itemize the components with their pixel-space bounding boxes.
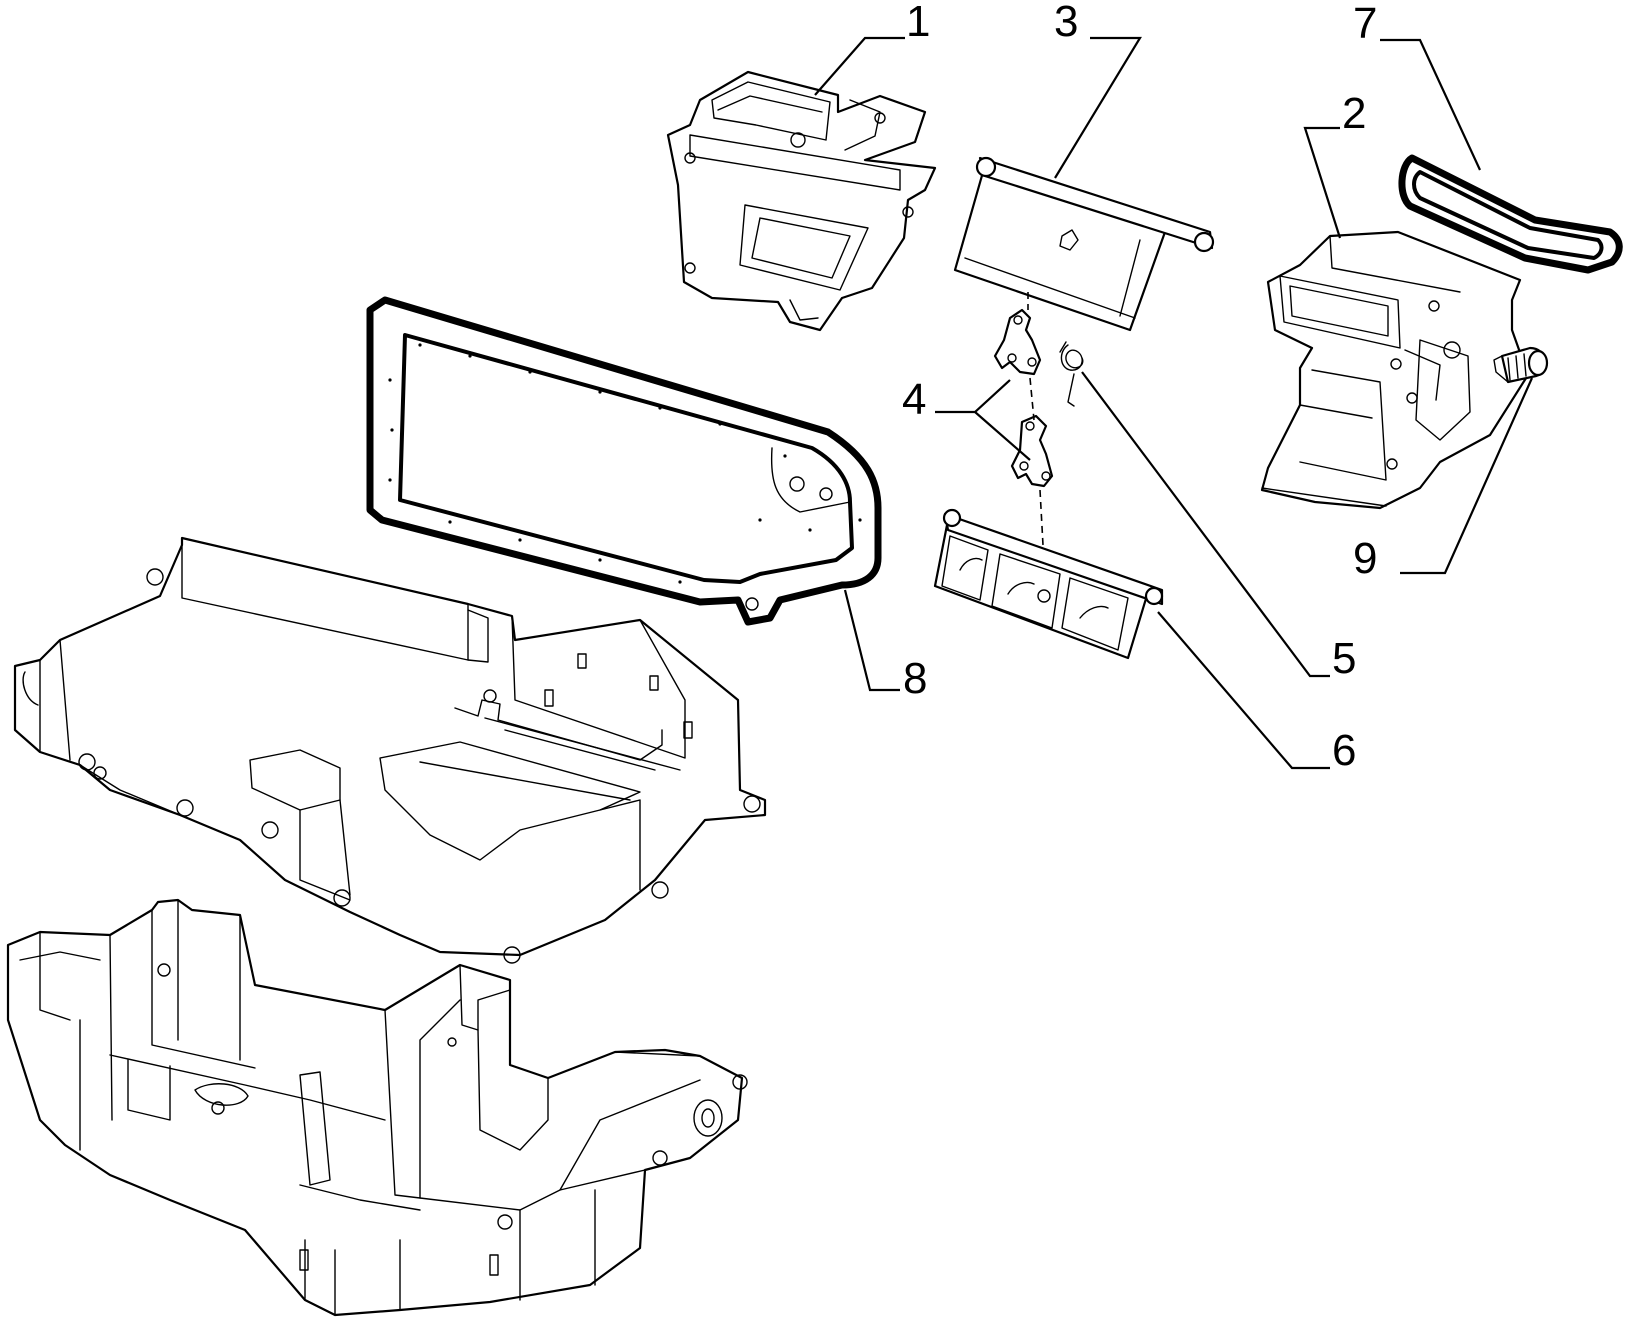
callout-8: 8 [903,654,927,703]
upper-flap [953,156,1215,332]
leader-4 [935,379,1031,461]
callout-7: 7 [1353,0,1377,48]
callout-4: 4 [902,375,926,424]
leader-6 [1157,611,1330,770]
duct-seal [1398,154,1623,274]
leader-9 [1400,377,1534,575]
screw [1493,346,1549,384]
lower-flap [933,508,1164,660]
leader-1 [814,36,905,96]
callout-2: 2 [1342,89,1366,138]
callout-3: 3 [1054,0,1078,46]
callout-labels: 1 3 7 2 4 9 8 5 6 [902,0,1377,775]
callout-1: 1 [906,0,930,46]
leader-3 [1054,36,1142,179]
flap-lever-lower [1010,414,1054,488]
callout-5: 5 [1332,634,1356,683]
air-duct-housing [666,70,937,332]
frame-gasket [366,296,882,626]
callout-9: 9 [1353,534,1377,583]
flap-lever-upper [993,308,1042,376]
callout-6: 6 [1332,726,1356,775]
leader-lines [814,36,1534,770]
leader-7 [1380,38,1481,171]
leader-2 [1303,126,1342,239]
assembly-axis-line [1027,292,1047,601]
leader-8 [843,589,900,692]
side-duct-housing [1260,230,1530,510]
lower-case-half [6,898,748,1317]
spring [1059,341,1084,407]
leader-5 [1081,371,1330,678]
upper-case-half [13,536,767,964]
